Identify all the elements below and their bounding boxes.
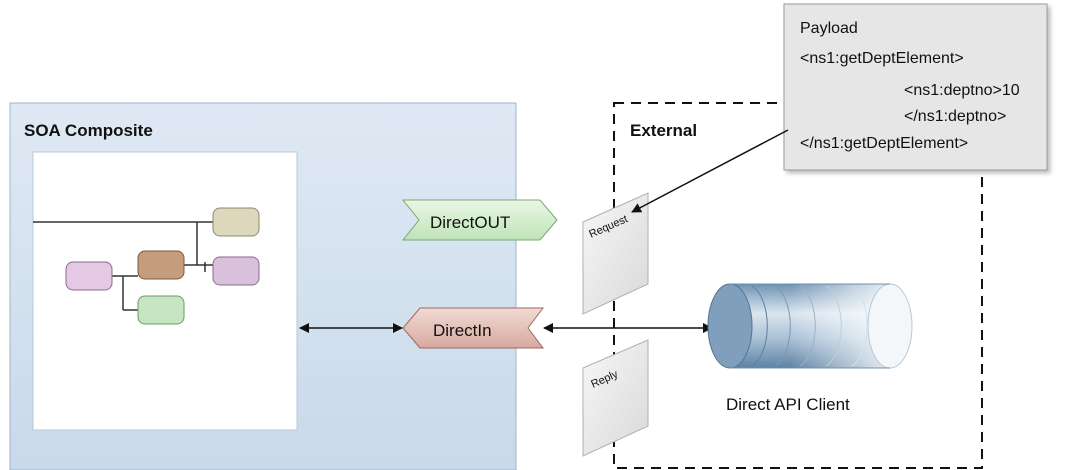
direct-out-label: DirectOUT [430, 213, 510, 232]
payload-line-5: </ns1:getDeptElement> [800, 135, 968, 152]
direct-in-service[interactable]: DirectIn [402, 307, 544, 349]
direct-in-label: DirectIn [433, 321, 492, 340]
flow-node-purple-right [212, 256, 260, 286]
request-message: Request [582, 192, 649, 315]
flow-node-tan [212, 207, 260, 237]
payload-line-2: <ns1:getDeptElement> [800, 50, 964, 67]
flow-node-brown [137, 250, 185, 280]
payload-line-1: Payload [800, 20, 858, 37]
composite-title: SOA Composite [24, 121, 153, 140]
payload-line-4: </ns1:deptno> [904, 108, 1006, 125]
soa-composite-panel: SOA Composite [9, 102, 517, 470]
reply-message: Reply [582, 339, 649, 457]
payload-text: Payload <ns1:getDeptElement> <ns1:deptno… [800, 20, 1020, 152]
payload-to-request-arrow [631, 129, 789, 213]
direct-api-client-cylinder [707, 283, 913, 369]
composite-canvas [32, 151, 298, 431]
payload-line-3: <ns1:deptno>10 [904, 82, 1020, 99]
direct-api-client-label: Direct API Client [726, 395, 850, 414]
direct-out-service[interactable]: DirectOUT [401, 199, 558, 241]
flow-node-green [137, 295, 185, 325]
process-flow-graphic [33, 207, 260, 325]
external-title: External [630, 121, 697, 140]
flow-node-purple-left [65, 261, 113, 291]
payload-callout [783, 3, 1048, 171]
